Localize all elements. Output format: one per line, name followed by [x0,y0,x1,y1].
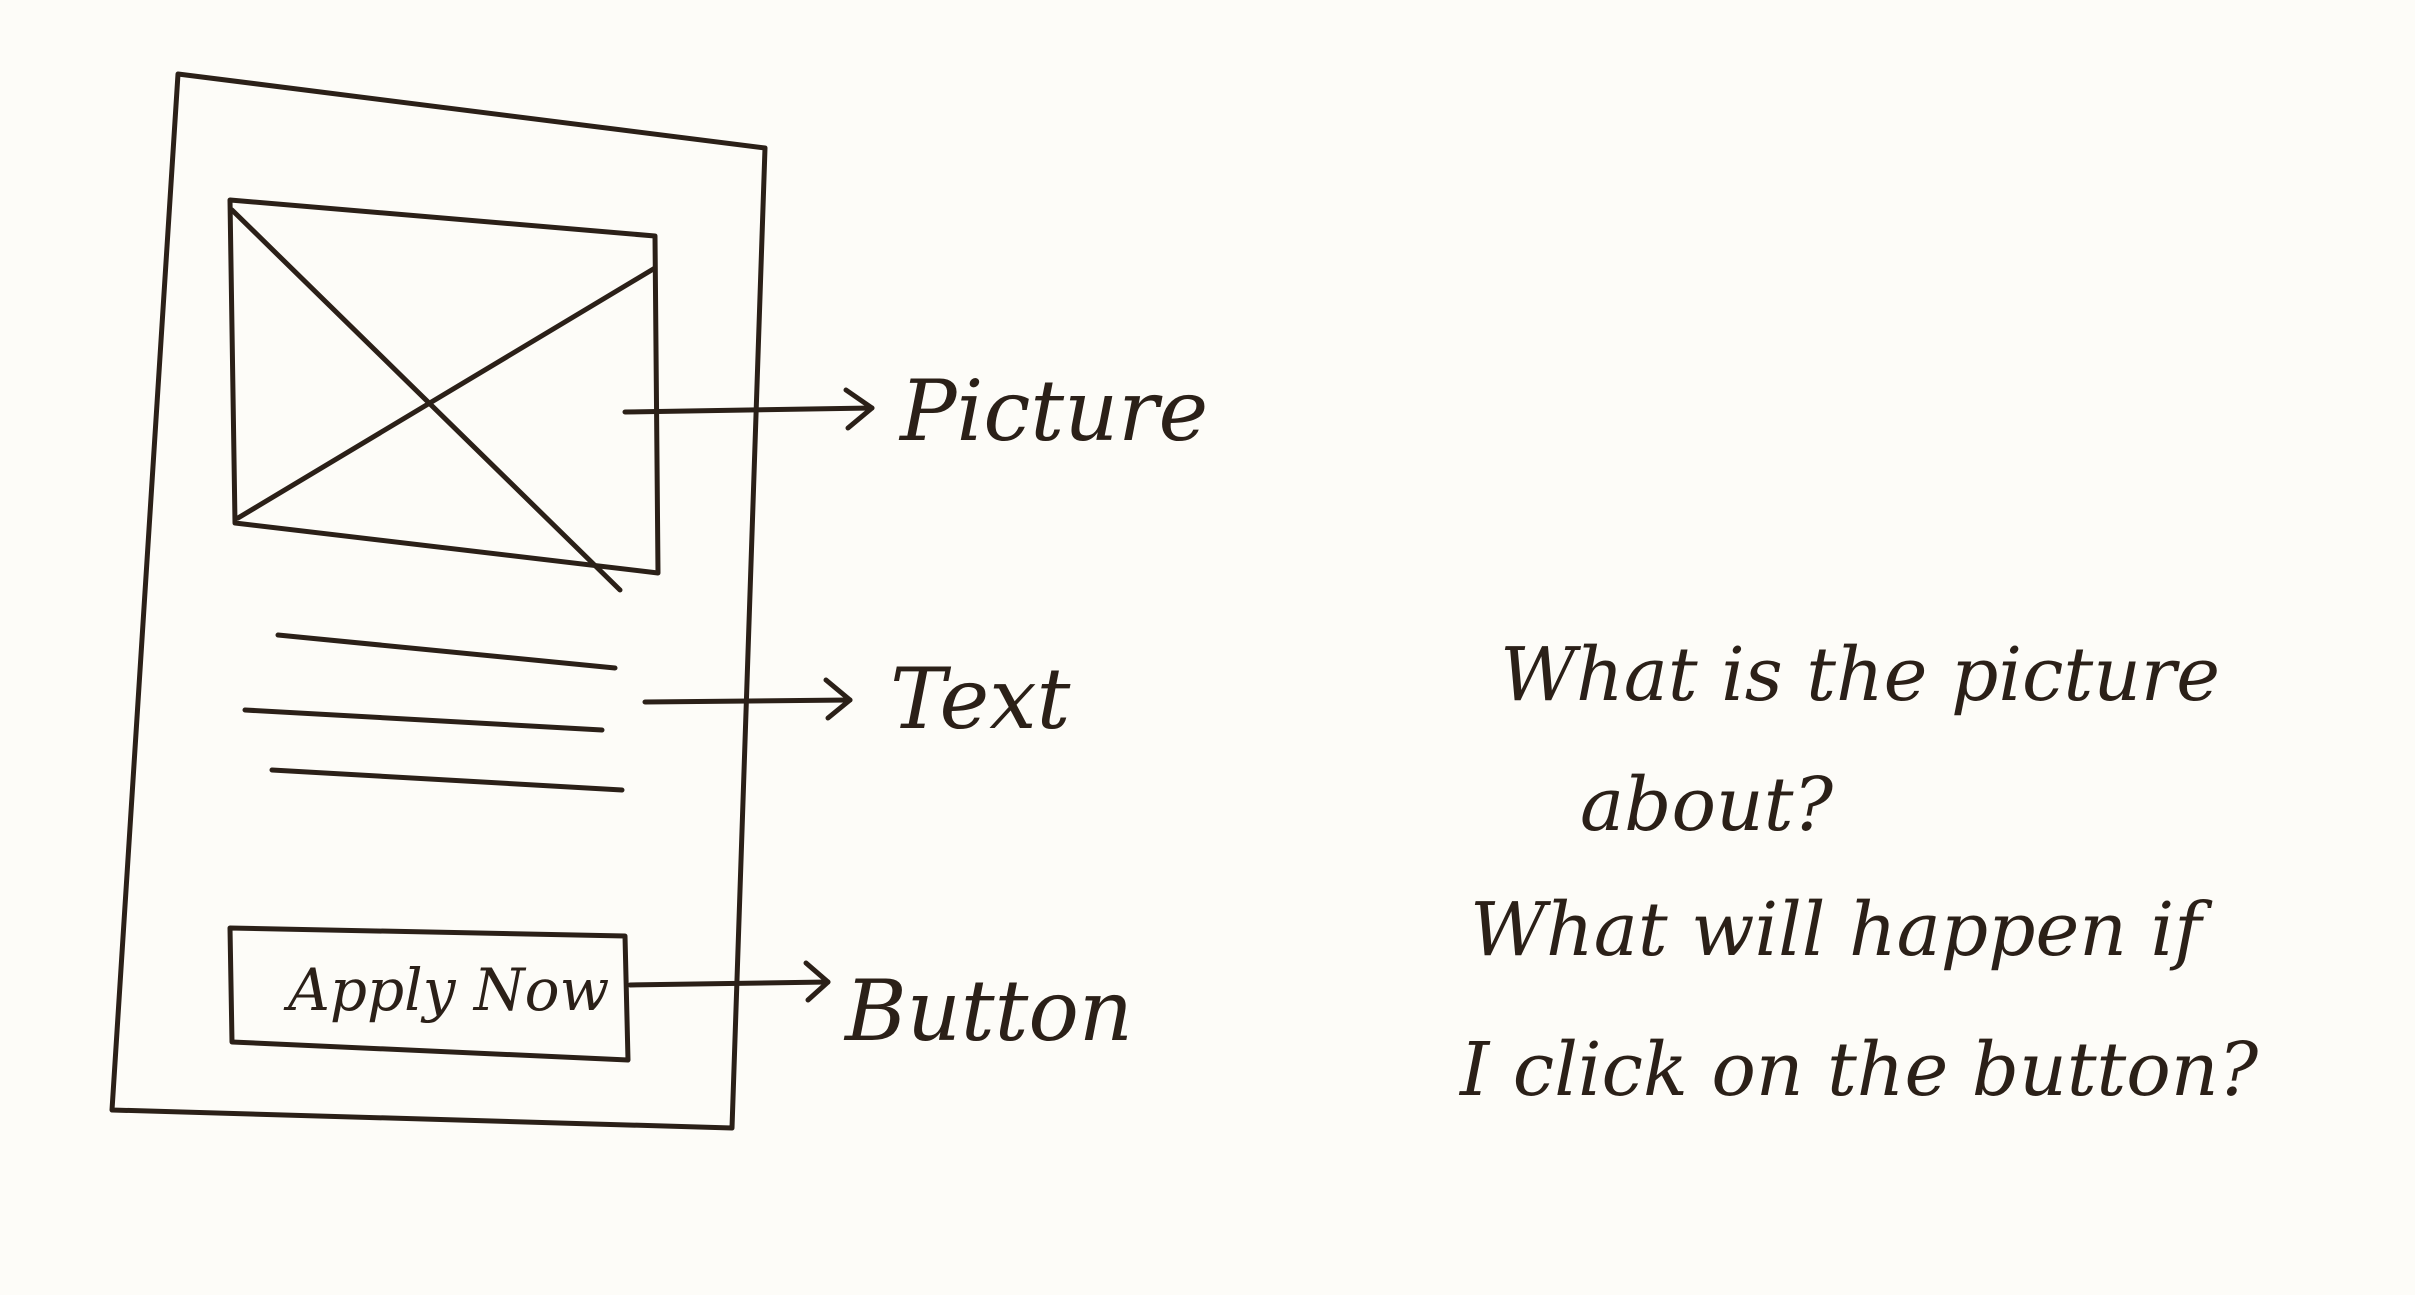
question-notes: What is the picture about? What will hap… [1458,632,2260,1113]
apply-now-button: Apply Now [227,925,631,1063]
picture-arrow [622,387,875,431]
picture-placeholder [227,197,661,593]
text-placeholder [242,632,625,793]
picture-frame [227,197,661,576]
text-line-2 [242,707,605,733]
text-label: Text [890,650,1071,748]
note-line-4: I click on the button? [1458,1027,2260,1113]
phone-frame [109,71,768,1131]
button-arrow [627,960,831,1003]
note-line-1: What is the picture [1500,632,2220,718]
button-label: Button [843,962,1133,1060]
button-text: Apply Now [283,956,609,1024]
picture-label: Picture [898,362,1208,460]
note-line-2: about? [1580,762,1834,848]
text-arrow [642,677,853,721]
picture-cross-line-1 [229,207,623,593]
text-line-1 [275,632,618,671]
note-line-3: What will happen if [1470,887,2213,973]
picture-cross-line-2 [235,265,658,521]
button-frame [227,925,631,1063]
text-line-3 [269,767,625,793]
